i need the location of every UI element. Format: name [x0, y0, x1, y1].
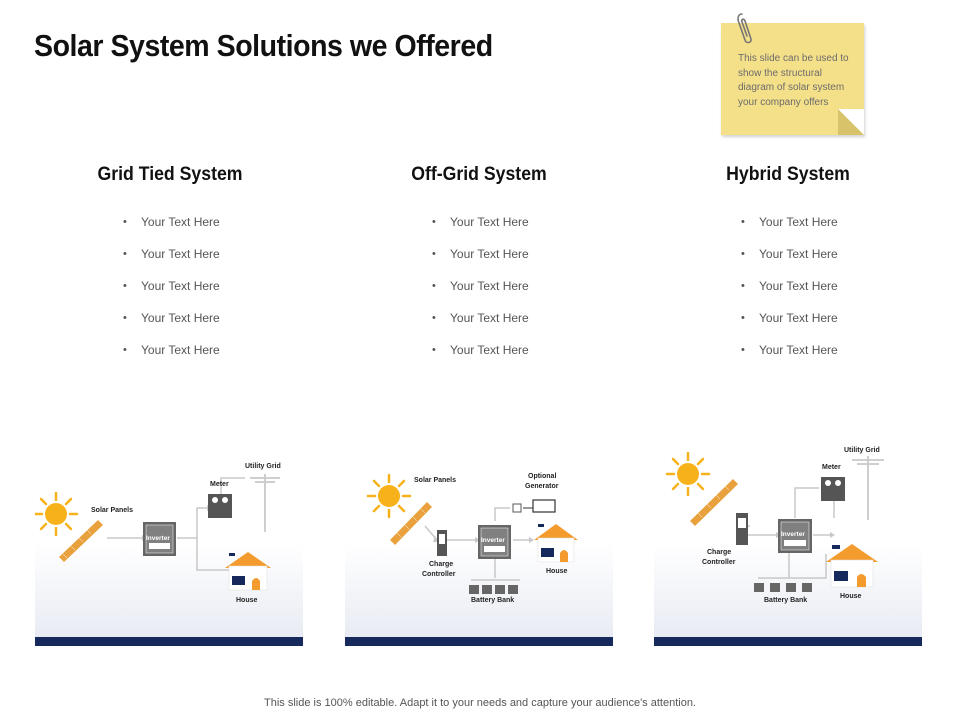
list-item: •Your Text Here [741, 215, 838, 229]
battery-bank-label: Battery Bank [471, 597, 514, 604]
accent-bar [35, 637, 303, 646]
off-grid-diagram: Solar Panels Charge Controller Inverter [366, 473, 578, 604]
list-item: •Your Text Here [123, 311, 220, 325]
utility-pole-icon [852, 456, 884, 520]
charge-controller-icon [736, 513, 748, 545]
grid-tied-diagram: Solar Panels Inverter Meter Uti [35, 463, 281, 604]
battery-bank-label: Battery Bank [764, 597, 807, 604]
list-item: •Your Text Here [741, 279, 838, 293]
battery-bank-icon [469, 585, 518, 594]
sun-icon [35, 491, 79, 537]
hybrid-diagram: Charge Controller Inverter Meter Utility… [665, 447, 884, 604]
house-icon [534, 524, 578, 563]
solar-panel-icon [390, 502, 432, 545]
accent-bar [654, 637, 922, 646]
list-item: •Your Text Here [123, 343, 220, 357]
column-title: Off-Grid System [411, 164, 547, 185]
list-item: •Your Text Here [741, 343, 838, 357]
sticky-note-text: This slide can be used to show the struc… [738, 53, 849, 108]
controller-label: Controller [702, 559, 736, 566]
inverter-label: Inverter [481, 537, 505, 544]
column-grid-tied: Grid Tied System •Your Text Here •Your T… [30, 164, 310, 374]
utility-grid-label: Utility Grid [245, 463, 281, 470]
column-title: Grid Tied System [97, 164, 243, 185]
meter-label: Meter [822, 464, 841, 471]
list-item: •Your Text Here [123, 279, 220, 293]
inverter-icon: Inverter [143, 522, 176, 556]
charge-label: Charge [429, 561, 453, 568]
page-title: Solar System Solutions we Offered [34, 28, 493, 63]
house-label: House [546, 568, 568, 575]
note-fold [838, 109, 864, 135]
column-title: Hybrid System [726, 164, 850, 185]
solar-panels-label: Solar Panels [91, 507, 133, 514]
list-item: •Your Text Here [123, 247, 220, 261]
house-label: House [840, 593, 862, 600]
inverter-icon: Inverter [478, 525, 511, 559]
diagram-grid-tied: Solar Panels Inverter Meter Uti [35, 430, 303, 646]
solar-panels-label: Solar Panels [414, 477, 456, 484]
sticky-note: This slide can be used to show the struc… [721, 23, 864, 135]
house-icon [826, 544, 878, 588]
paperclip-icon [737, 13, 752, 44]
footer-note: This slide is 100% editable. Adapt it to… [264, 697, 696, 709]
list-item: •Your Text Here [741, 247, 838, 261]
sun-icon [366, 473, 412, 519]
diagram-off-grid: Solar Panels Charge Controller Inverter [345, 430, 613, 646]
list-item: •Your Text Here [432, 215, 529, 229]
battery-bank-icon [754, 583, 812, 592]
generator-icon [512, 499, 556, 513]
inverter-label: Inverter [146, 535, 170, 542]
generator-label: Optional [528, 473, 556, 480]
column-hybrid: Hybrid System •Your Text Here •Your Text… [648, 164, 928, 374]
solar-panel-icon [690, 479, 738, 526]
list-item: •Your Text Here [432, 343, 529, 357]
controller-label: Controller [422, 571, 456, 578]
list-item: •Your Text Here [123, 215, 220, 229]
list-item: •Your Text Here [432, 247, 529, 261]
solar-panel-icon [59, 520, 103, 562]
list-item: •Your Text Here [432, 279, 529, 293]
house-label: House [236, 597, 258, 604]
list-item: •Your Text Here [741, 311, 838, 325]
list-item: •Your Text Here [432, 311, 529, 325]
charge-controller-icon [437, 530, 447, 556]
utility-grid-label: Utility Grid [844, 447, 880, 454]
inverter-label: Inverter [781, 531, 805, 538]
diagram-hybrid: Charge Controller Inverter Meter Utility… [654, 430, 922, 646]
accent-bar [345, 637, 613, 646]
generator-label-2: Generator [525, 483, 559, 490]
inverter-icon: Inverter [778, 519, 812, 553]
meter-label: Meter [210, 481, 229, 488]
meter-icon [208, 494, 232, 518]
utility-pole-icon [250, 474, 280, 532]
charge-label: Charge [707, 549, 731, 556]
house-icon [225, 552, 271, 591]
meter-icon [821, 477, 845, 501]
column-off-grid: Off-Grid System •Your Text Here •Your Te… [339, 164, 619, 374]
sun-icon [665, 451, 711, 497]
